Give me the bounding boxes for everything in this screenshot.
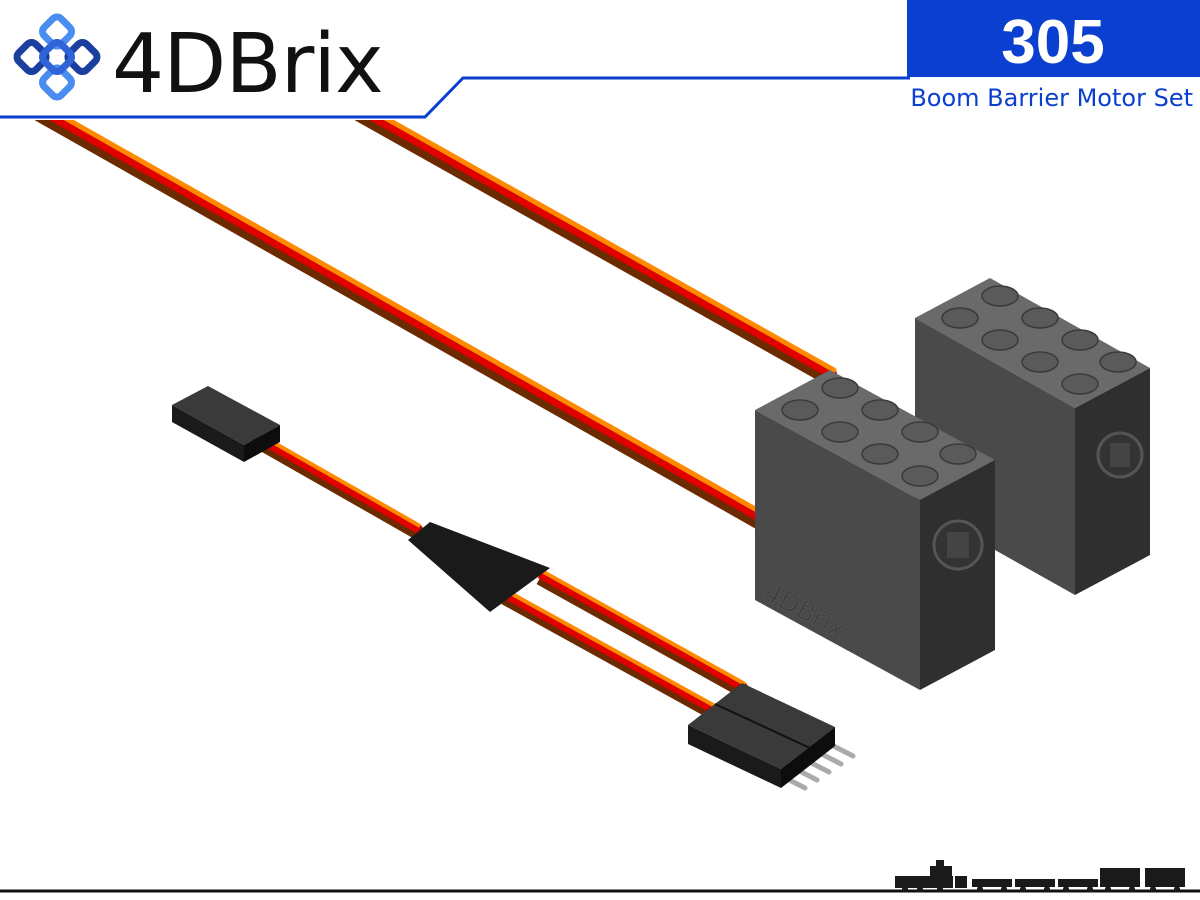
long-servo-cable-2: [354, 120, 838, 386]
header-divider: [0, 76, 910, 119]
train-silhouette-icon: [895, 860, 1185, 892]
brand-name: 4DBrix: [112, 17, 383, 112]
long-servo-cable-1: [34, 120, 768, 530]
product-number-box: [907, 0, 1200, 77]
product-number: 305: [1001, 8, 1104, 77]
brand-logo-icon: [13, 13, 101, 101]
y-splitter-cable: [172, 386, 856, 791]
footer: [0, 860, 1200, 893]
product-name: Boom Barrier Motor Set: [910, 84, 1193, 112]
female-servo-connector: [172, 386, 280, 462]
product-illustration: 4DBrix: [34, 120, 1150, 791]
splitter-housing: [408, 522, 550, 612]
header: 305 Boom Barrier Motor Set 4DBrix: [0, 0, 1200, 119]
male-pin-connector: [688, 683, 856, 791]
